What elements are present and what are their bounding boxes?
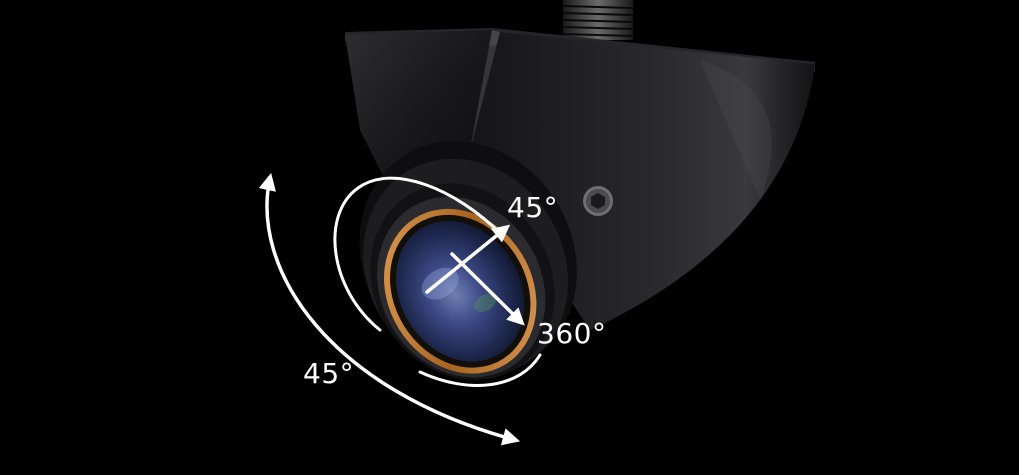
rotation-angle-label: 360°	[537, 317, 607, 350]
hex-socket-screw-icon	[583, 186, 613, 216]
tilt-angle-label-top: 45°	[507, 191, 559, 224]
side-arc-arrow	[258, 172, 521, 446]
tilt-angle-label-side: 45°	[303, 357, 355, 390]
threaded-stud-icon	[562, 0, 634, 40]
